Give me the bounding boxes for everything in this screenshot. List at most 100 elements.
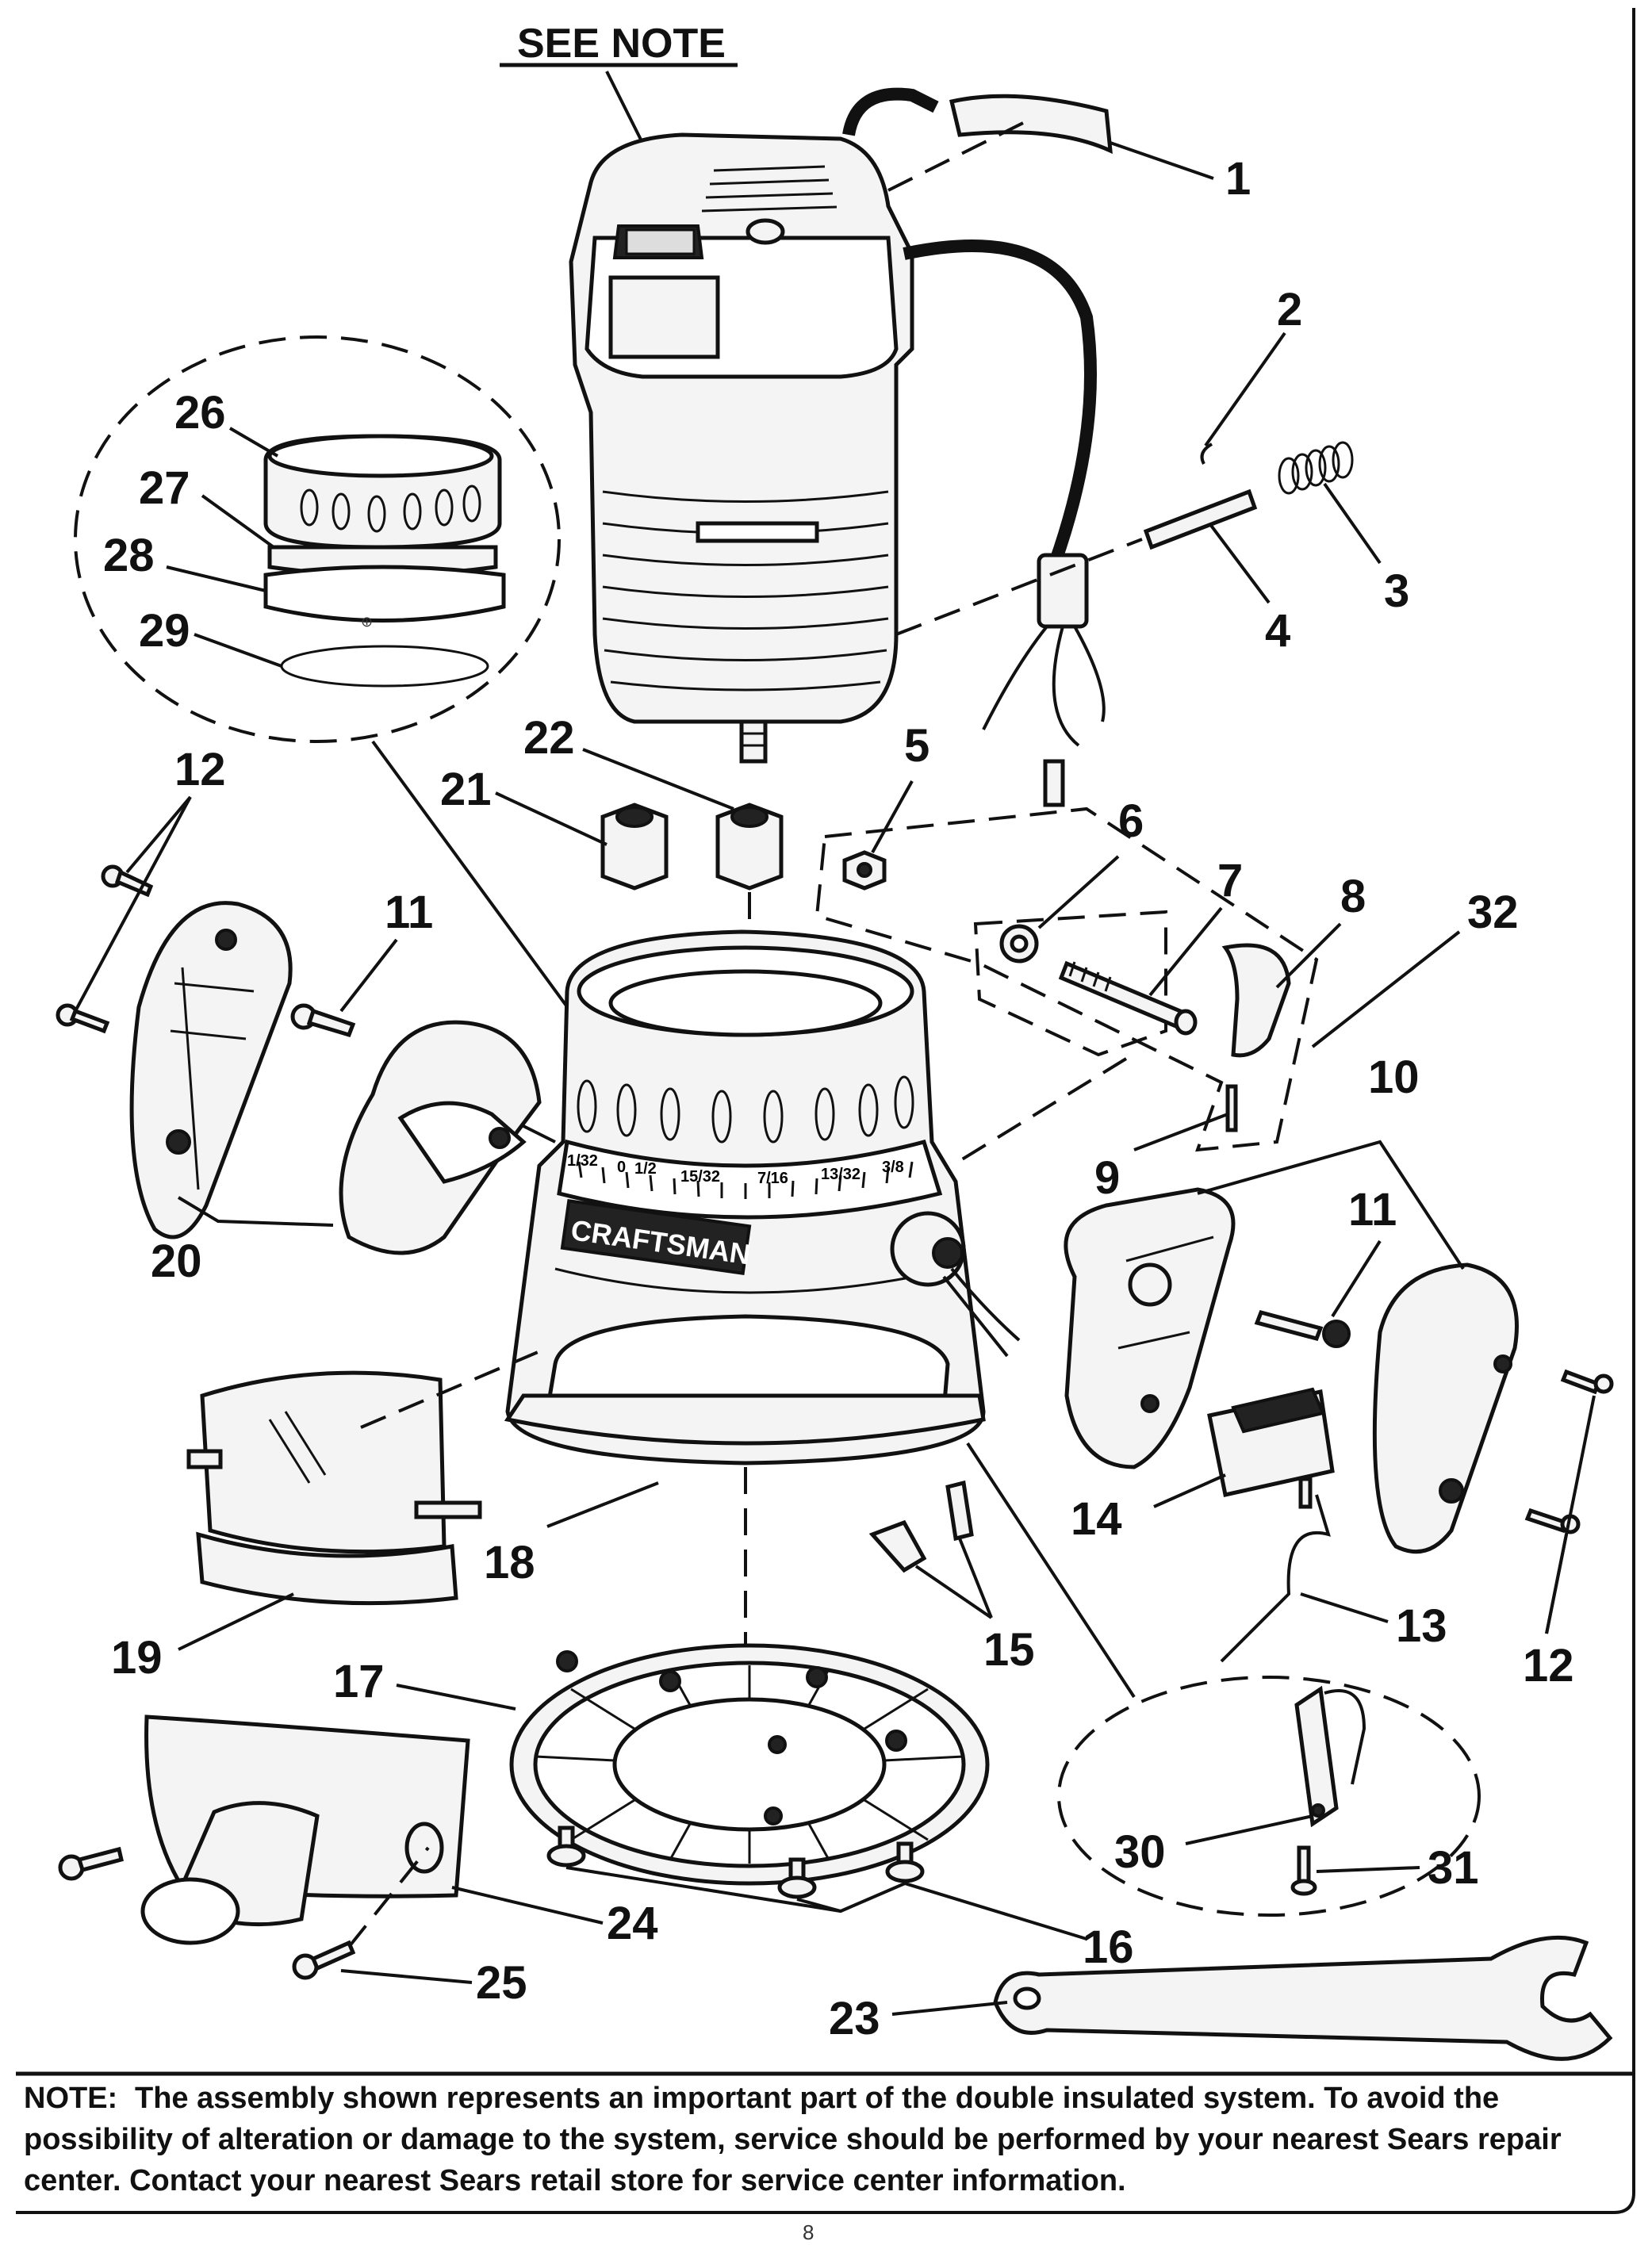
label-28: 28 [103, 530, 155, 581]
page-number: 8 [803, 2220, 815, 2244]
leader-13 [1300, 1592, 1389, 1623]
left-handle-cover [129, 901, 293, 1239]
label-32: 32 [1467, 887, 1519, 938]
label-18: 18 [484, 1537, 535, 1588]
leader-21 [495, 791, 608, 846]
label-27: 27 [139, 462, 190, 514]
scale-mark-1: 1/32 [567, 1152, 598, 1170]
leader-handle-to-base [523, 1124, 556, 1144]
leader-30 [1185, 1814, 1313, 1845]
label-19: 19 [111, 1632, 163, 1684]
scale-mark-4: 15/32 [680, 1168, 720, 1186]
leader-12-left-b [74, 796, 192, 1012]
leader-7 [1148, 906, 1223, 997]
label-4: 4 [1265, 605, 1290, 657]
leader-12-right-b [1545, 1534, 1568, 1634]
label-12-right: 12 [1523, 1640, 1574, 1691]
dash-1 [887, 117, 1032, 192]
label-29: 29 [139, 605, 190, 657]
leader-2 [1204, 331, 1286, 447]
label-11-right: 11 [1348, 1184, 1397, 1236]
label-26: 26 [174, 387, 226, 439]
scale-mark-5: 7/16 [757, 1170, 788, 1187]
leader-26 [228, 427, 279, 458]
label-12-left: 12 [174, 744, 226, 795]
part-16-screws [546, 1825, 925, 1899]
label-15: 15 [983, 1624, 1035, 1676]
label-14: 14 [1071, 1493, 1122, 1545]
leader-17 [396, 1684, 516, 1711]
part-12-screws-right [1524, 1369, 1614, 1534]
part-2-clip [1200, 442, 1213, 465]
label-16: 16 [1083, 1921, 1134, 1973]
part-11-screw-right [1254, 1310, 1351, 1348]
label-31: 31 [1428, 1842, 1479, 1894]
label-11-left: 11 [385, 887, 433, 938]
router-base: CRAFTSMAN 1/32 0 1/2 15/32 7/16 13/32 3/… [504, 929, 1021, 1465]
leader-base-to-group-30 [966, 1442, 1136, 1699]
part-17-base-plate [509, 1643, 990, 1886]
label-13: 13 [1396, 1600, 1447, 1652]
leader-18 [546, 1481, 659, 1528]
note-body: The assembly shown represents an importa… [24, 2082, 1562, 2197]
part-4-pin [1143, 488, 1258, 550]
leader-6 [1037, 855, 1120, 929]
note-lead: NOTE: [24, 2082, 118, 2115]
svg-text:⊕: ⊕ [361, 614, 373, 630]
see-note-title: SEE NOTE [517, 21, 726, 67]
part-12-screws-left [56, 864, 154, 1034]
part-15-connector-b [945, 1480, 974, 1542]
part-5-nut [842, 850, 887, 891]
leader-15-a [914, 1565, 993, 1619]
leader-25 [340, 1969, 473, 1984]
scale-mark-3: 1/2 [634, 1160, 657, 1178]
label-2: 2 [1277, 284, 1302, 335]
leader-24 [451, 1886, 604, 1925]
scale-mark-6: 13/32 [821, 1166, 860, 1183]
label-10: 10 [1368, 1052, 1420, 1103]
part-19-chip-shield [186, 1370, 482, 1606]
left-handle [339, 1020, 542, 1255]
label-22: 22 [523, 712, 575, 764]
leader-29 [194, 633, 282, 668]
label-21: 21 [440, 764, 492, 815]
motor-housing [569, 87, 1106, 807]
part-11-screw-left [290, 1003, 356, 1038]
subassembly-32-boundary [815, 806, 1319, 1152]
leader-28 [166, 565, 266, 592]
leader-5 [871, 780, 914, 853]
depth-scale [577, 1161, 914, 1199]
note-text: NOTE:The assembly shown represents an im… [24, 2078, 1602, 2201]
dash-32-to-base [950, 1057, 1128, 1167]
part-25-screws [58, 1846, 356, 1980]
leader-10 [1197, 1140, 1465, 1270]
label-30: 30 [1114, 1826, 1166, 1878]
part-9-pin [1225, 1084, 1238, 1132]
part-13-wire [1220, 1494, 1331, 1663]
leader-12-left-a [125, 795, 192, 874]
dash-motor-right [895, 538, 1143, 636]
part-23-wrench [993, 1935, 1613, 2061]
leader-19 [178, 1592, 294, 1651]
part-24-dust-adapter [140, 1714, 470, 1945]
leader-8 [1275, 922, 1342, 989]
leader-14 [1153, 1473, 1226, 1508]
label-25: 25 [476, 1957, 527, 2009]
scale-mark-2: 0 [617, 1159, 626, 1176]
page-frame [16, 8, 1635, 2214]
part-10-cover [1372, 1262, 1519, 1554]
part-31-screw [1290, 1845, 1317, 1896]
label-7: 7 [1217, 855, 1243, 906]
label-20: 20 [151, 1236, 202, 1287]
label-1: 1 [1225, 153, 1251, 205]
part-22-nut [715, 803, 784, 891]
leader-16-b [796, 1898, 841, 1913]
leader-collet-to-base [371, 740, 581, 1025]
part-3-spring [1278, 441, 1354, 495]
label-8: 8 [1340, 871, 1366, 922]
collet-group-boundary [74, 335, 561, 743]
right-handle [1064, 1187, 1236, 1469]
leader-32 [1311, 930, 1461, 1048]
dash-adapter-screw [347, 1846, 430, 1948]
label-6: 6 [1118, 795, 1144, 847]
